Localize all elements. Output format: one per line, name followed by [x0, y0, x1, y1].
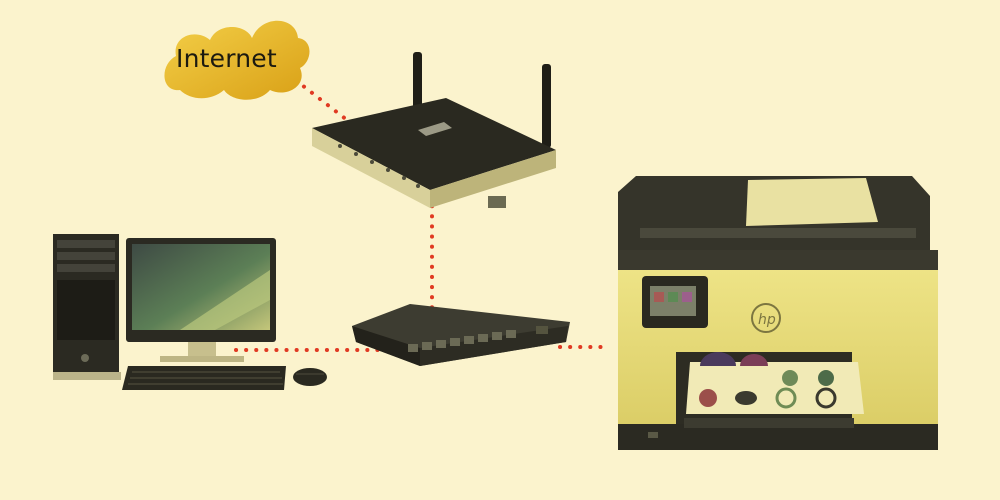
cloud-icon: [164, 20, 310, 100]
printed-page-graphics: [699, 352, 837, 409]
router-icon: [312, 52, 556, 208]
hp-logo: hp: [758, 312, 776, 328]
internet-label: Internet: [176, 44, 277, 73]
printer-icon: hp: [618, 176, 938, 450]
network-switch-icon: [352, 304, 570, 366]
desktop-computer-icon: [53, 234, 327, 390]
